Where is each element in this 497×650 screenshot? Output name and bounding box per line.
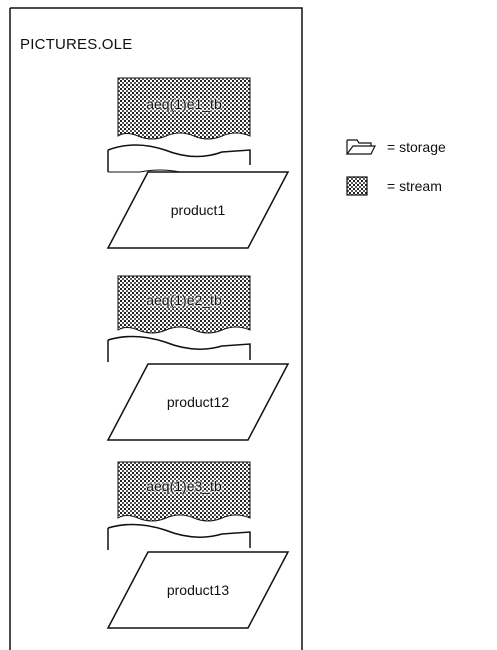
storage-label-1: product1 [170,202,226,218]
legend-stream-text: = stream [387,178,442,194]
stream-block-1 [117,77,251,140]
stream-label-3: aeq(1)e3_tb [146,478,222,494]
legend-stream: = stream [345,176,442,196]
legend-storage-text: = storage [387,139,446,155]
storage-label-2: product12 [166,394,230,410]
stream-block-3 [117,461,251,522]
storage-folder-3 [106,523,290,629]
folder-icon [345,139,376,155]
stream-label-1: aeq(1)e1_tb [146,96,222,112]
storage-label-3: product13 [166,582,230,598]
stream-block-2 [117,275,251,334]
container-title: PICTURES.OLE [20,36,133,53]
storage-folder-1 [106,144,290,249]
legend-storage: = storage [345,138,446,156]
stream-label-2: aeq(1)e2_tb [146,292,222,308]
container-box [9,7,303,650]
storage-folder-2 [106,335,290,441]
dotted-box-icon [346,176,368,196]
